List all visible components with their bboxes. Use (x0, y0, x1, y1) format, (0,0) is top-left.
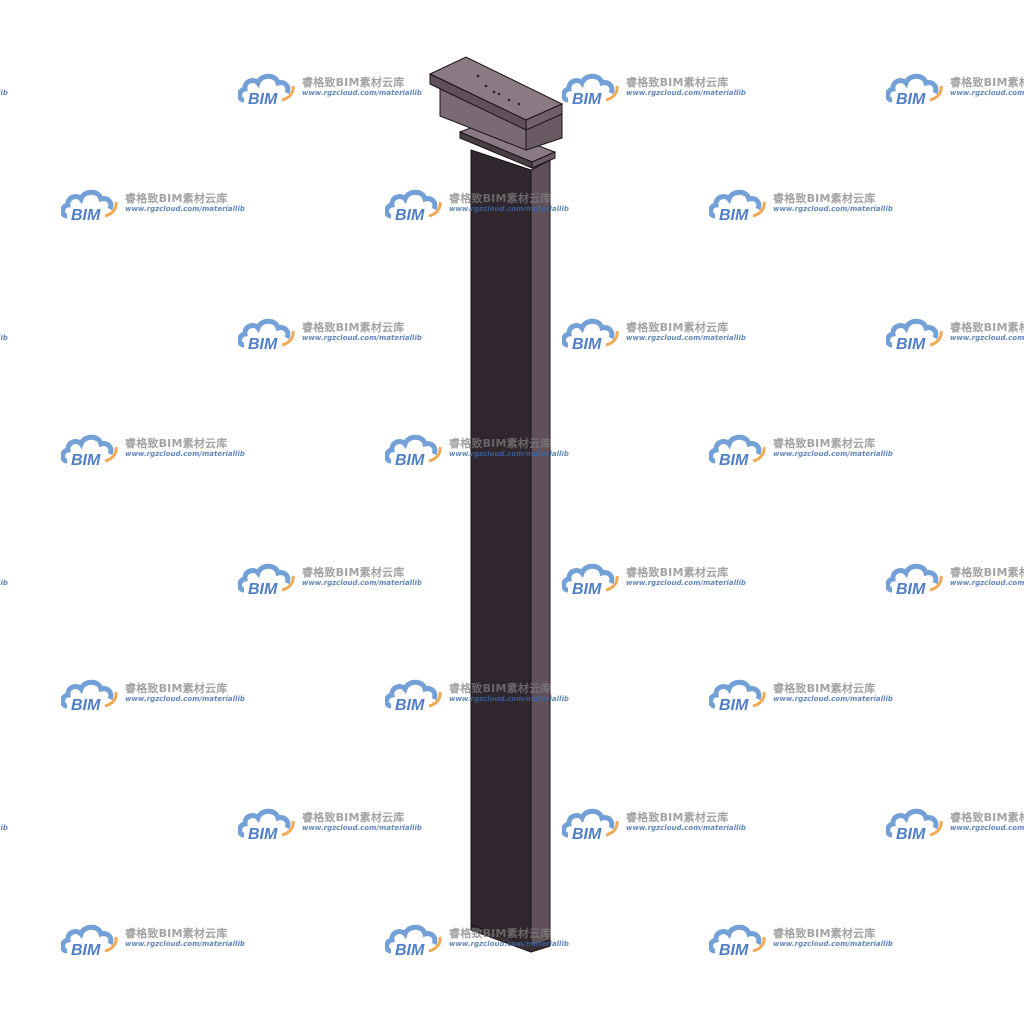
bolt-hole (507, 98, 511, 102)
collar-right-face (531, 151, 556, 169)
bolt-hole (492, 90, 496, 94)
bolt-hole (497, 92, 501, 96)
column-shaft-left-face (470, 149, 532, 953)
column-shaft-right-face (530, 159, 551, 953)
anchor-bolt-holes (476, 74, 521, 106)
bolt-hole (484, 84, 488, 88)
bolt-hole (476, 74, 480, 78)
capital-side-face (525, 103, 563, 131)
bolt-hole (517, 102, 521, 106)
column-base (470, 924, 551, 953)
